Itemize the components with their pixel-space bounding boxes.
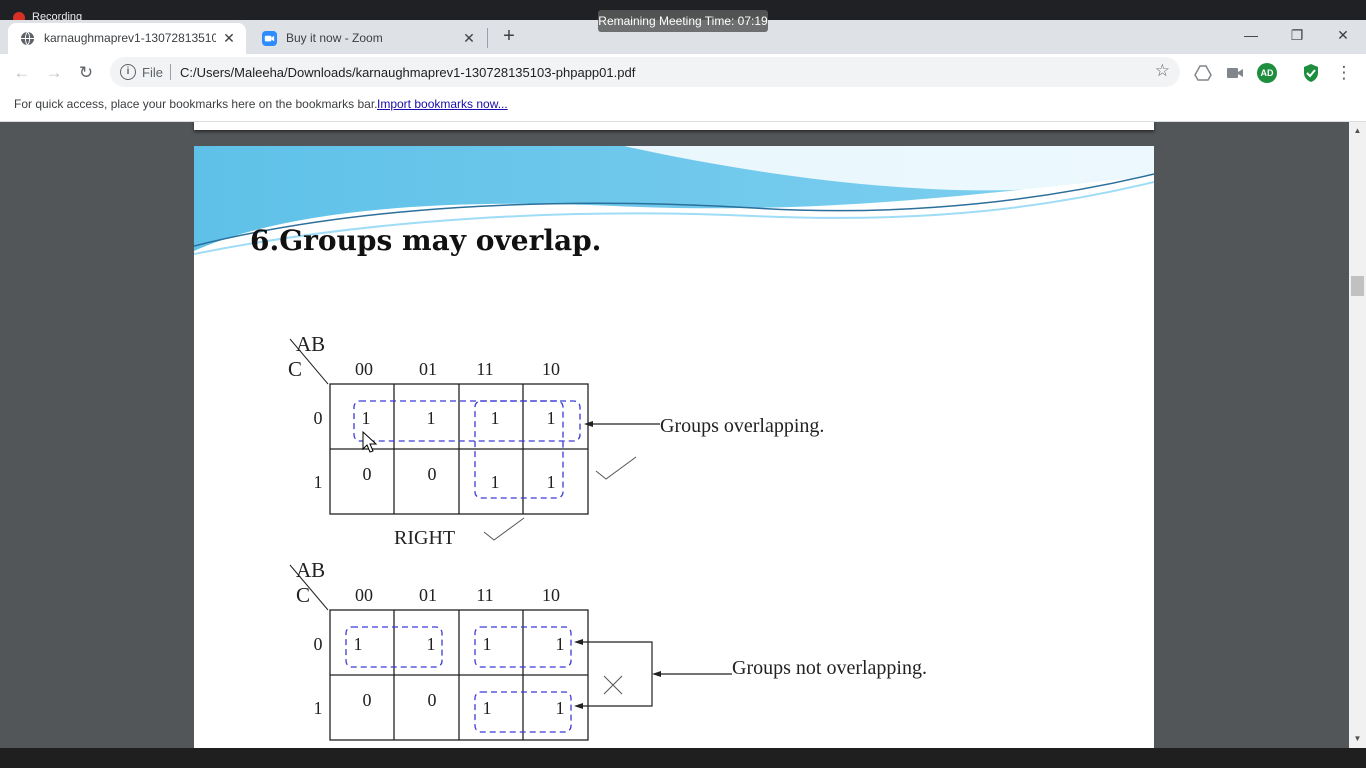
- check-mark-icon: [595, 456, 637, 480]
- kmap-cell: 0: [363, 690, 372, 710]
- restore-button[interactable]: ❐: [1290, 27, 1304, 43]
- annotation-overlapping: Groups overlapping.: [660, 415, 824, 437]
- close-window-button[interactable]: ✕: [1337, 27, 1349, 43]
- kmap-cell: 1: [547, 472, 556, 492]
- kmap-cell: 0: [363, 464, 372, 484]
- browser-toolbar: ← → ↻ i File C:/Users/Maleeha/Downloads/…: [0, 54, 1366, 91]
- col-header: 00: [355, 585, 373, 605]
- col-header: 11: [476, 359, 493, 379]
- wave-banner: [194, 146, 1154, 256]
- url-scheme-label: File: [142, 65, 163, 80]
- tab-close-icon[interactable]: ✕: [223, 30, 235, 46]
- col-header: 00: [355, 359, 373, 379]
- corner-diagonal: [289, 564, 329, 611]
- var-ab-label: AB: [296, 332, 325, 356]
- mouse-cursor-icon: [362, 430, 378, 453]
- vertical-scrollbar[interactable]: ▲ ▼: [1349, 122, 1366, 748]
- zoom-icon: [262, 31, 277, 46]
- kmap-cell: 1: [427, 408, 436, 428]
- tab-title: karnaughmaprev1-13072813510: [44, 31, 216, 45]
- group-outline-pair: [345, 626, 443, 668]
- pdf-page: 6.Groups may overlap. AB C 00 01 11 10 0…: [194, 146, 1154, 748]
- bookmarks-bar: For quick access, place your bookmarks h…: [0, 91, 1366, 122]
- row-header: 0: [314, 408, 323, 428]
- kmap-cell: 1: [547, 408, 556, 428]
- tab-title: Buy it now - Zoom: [286, 31, 383, 45]
- group-outline-pair: [474, 626, 572, 668]
- kmap-cell: 1: [483, 698, 492, 718]
- kmap-cell: 0: [428, 464, 437, 484]
- camera-extension-icon[interactable]: [1226, 65, 1244, 81]
- check-mark-icon: [483, 517, 525, 541]
- tab-zoom[interactable]: Buy it now - Zoom ✕: [250, 23, 486, 54]
- var-c-label: C: [288, 357, 302, 381]
- menu-icon[interactable]: ⋮: [1335, 63, 1353, 82]
- col-header: 10: [542, 359, 560, 379]
- back-button[interactable]: ←: [13, 63, 31, 82]
- omnibox-divider: [170, 64, 171, 80]
- row-header: 1: [314, 472, 323, 492]
- row-header: 0: [314, 634, 323, 654]
- tab-close-icon[interactable]: ✕: [463, 30, 475, 46]
- tab-karnaugh-pdf[interactable]: karnaughmaprev1-13072813510 ✕: [8, 23, 246, 54]
- url-text[interactable]: C:/Users/Maleeha/Downloads/karnaughmapre…: [180, 65, 636, 80]
- corner-diagonal: [289, 338, 329, 385]
- meeting-timer-banner: Remaining Meeting Time: 07:19: [598, 10, 768, 32]
- taskbar-strip: [0, 748, 1366, 768]
- col-header: 11: [476, 585, 493, 605]
- forward-button[interactable]: →: [45, 63, 63, 82]
- kmap-wrong: AB C 00 01 11 10 0 1 1 1 1 1: [289, 558, 927, 741]
- info-icon[interactable]: i: [120, 64, 136, 80]
- minimize-button[interactable]: —: [1244, 27, 1258, 43]
- scroll-up-arrow-icon[interactable]: ▲: [1353, 126, 1362, 135]
- kmap-cell: 1: [483, 634, 492, 654]
- scroll-thumb[interactable]: [1351, 276, 1364, 296]
- pdf-viewer[interactable]: 6.Groups may overlap. AB C 00 01 11 10 0…: [0, 122, 1366, 748]
- address-bar[interactable]: i File C:/Users/Maleeha/Downloads/karnau…: [110, 57, 1180, 87]
- tab-separator: [487, 28, 488, 48]
- kmap-right: AB C 00 01 11 10 0 1 1 1 1 1: [288, 332, 824, 549]
- reload-button[interactable]: ↻: [78, 63, 94, 82]
- kmap-cell: 1: [491, 408, 500, 428]
- row-header: 1: [314, 698, 323, 718]
- col-header: 10: [542, 585, 560, 605]
- cross-mark-icon: [603, 675, 623, 695]
- shield-check-icon[interactable]: [1302, 63, 1320, 83]
- kmap-cell: 1: [427, 634, 436, 654]
- caption-right: RIGHT: [394, 527, 455, 549]
- kmap-cell: 1: [362, 408, 371, 428]
- profile-avatar-extension[interactable]: AD: [1257, 63, 1277, 83]
- var-c-label: C: [296, 583, 310, 607]
- previous-page: [194, 122, 1154, 130]
- bookmark-star-icon[interactable]: ☆: [1154, 61, 1170, 80]
- bracket-connector: [580, 641, 653, 707]
- kmap-cell: 0: [428, 690, 437, 710]
- kmap-cell: 1: [354, 634, 363, 654]
- col-header: 01: [419, 585, 437, 605]
- kmap-diagrams: AB C 00 01 11 10 0 1 1 1 1 1: [288, 332, 927, 741]
- import-bookmarks-link[interactable]: Import bookmarks now...: [377, 97, 508, 111]
- kmap-cell: 1: [556, 698, 565, 718]
- drive-extension-icon[interactable]: [1194, 64, 1212, 82]
- scroll-down-arrow-icon[interactable]: ▼: [1353, 734, 1362, 743]
- kmap-cell: 1: [556, 634, 565, 654]
- globe-icon: [20, 31, 35, 46]
- bookmarks-hint: For quick access, place your bookmarks h…: [14, 97, 378, 111]
- var-ab-label: AB: [296, 558, 325, 582]
- slide-title: 6.Groups may overlap.: [250, 224, 602, 257]
- new-tab-button[interactable]: +: [503, 25, 515, 47]
- annotation-not-overlapping: Groups not overlapping.: [732, 657, 927, 679]
- group-outline-pair: [474, 691, 572, 733]
- col-header: 01: [419, 359, 437, 379]
- kmap-cell: 1: [491, 472, 500, 492]
